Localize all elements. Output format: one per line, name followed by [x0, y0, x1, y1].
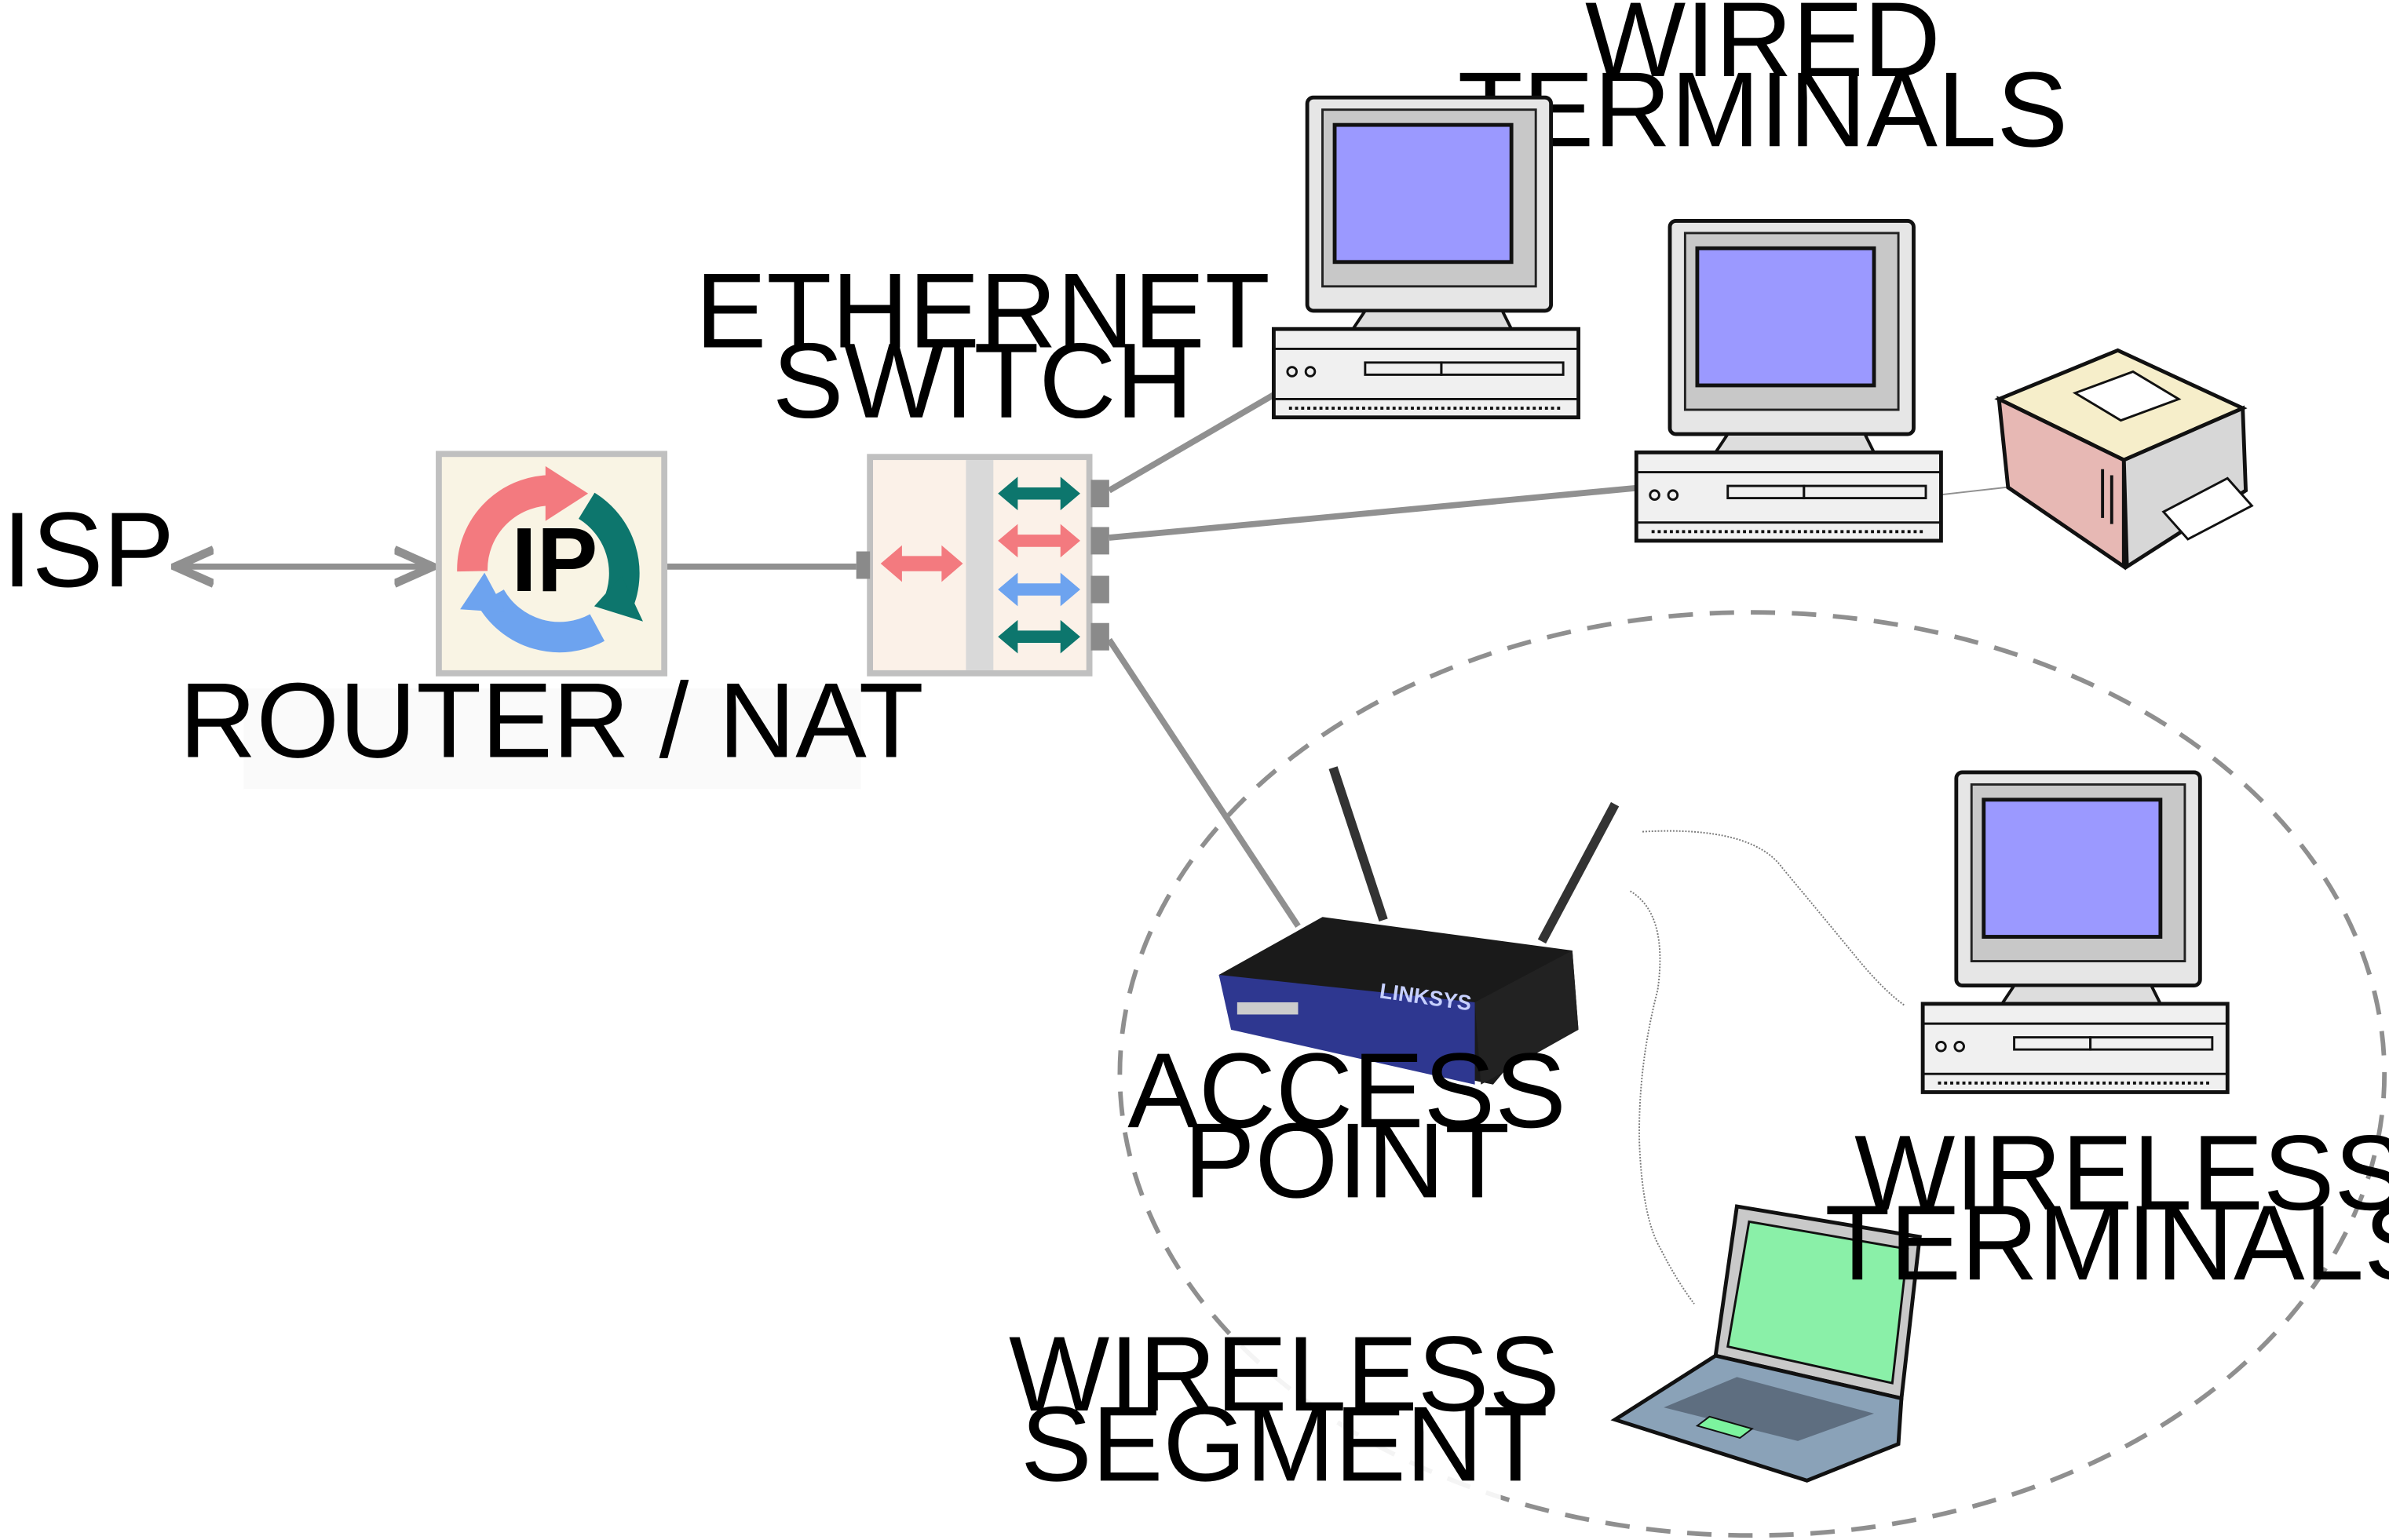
wireless-terminals-label-line1: WIRELESS: [1854, 1113, 2389, 1232]
desktop-computer-icon: [1636, 221, 1941, 541]
desktop-computer-icon: [1273, 97, 1578, 418]
wireless-router-icon: LINKSYS: [1218, 766, 1620, 1085]
access-point-label-line2: POINT: [1184, 1100, 1510, 1220]
router-nat-icon: IP: [436, 451, 668, 677]
desktop-computer-icon: [1923, 772, 2227, 1093]
wireless-terminals-label-line2: TERMINALS: [1825, 1183, 2389, 1302]
printer-link: [1938, 485, 2019, 496]
router-label-backdrop: [243, 688, 861, 790]
links: [175, 390, 2019, 929]
router-ip-label: IP: [511, 509, 597, 611]
access-point-label-line1: ACCESS: [1127, 1031, 1566, 1150]
switch-desktop2-link: [1109, 484, 1643, 541]
laptop-icon: [1610, 1204, 1922, 1483]
router-nat-label: ROUTER / NAT: [179, 661, 923, 780]
wireless-signal-line: [1630, 890, 1695, 1305]
printer-icon: [1994, 348, 2254, 571]
wired-terminals-label-line1: WIRED: [1585, 0, 1941, 99]
ethernet-switch-icon: [856, 454, 1109, 677]
switch-ap-link: [1106, 637, 1301, 929]
ethernet-switch-label-line2: SWITCH: [773, 321, 1193, 440]
wired-terminals-label-line2: TERMINALS: [1458, 49, 2068, 169]
ethernet-switch-label-line1: ETHERNET: [696, 250, 1270, 370]
wireless-segment-label-line1: WIRELESS: [1009, 1314, 1560, 1433]
wireless-segment-boundary: [1117, 610, 2387, 1538]
wireless-signal-line: [1642, 830, 1905, 1006]
isp-label: ISP: [2, 490, 174, 609]
wireless-segment-label-backdrop: [1074, 1337, 1501, 1517]
wireless-segment-label-line2: SEGMENT: [1021, 1384, 1548, 1503]
switch-desktop1-link: [1107, 390, 1279, 494]
